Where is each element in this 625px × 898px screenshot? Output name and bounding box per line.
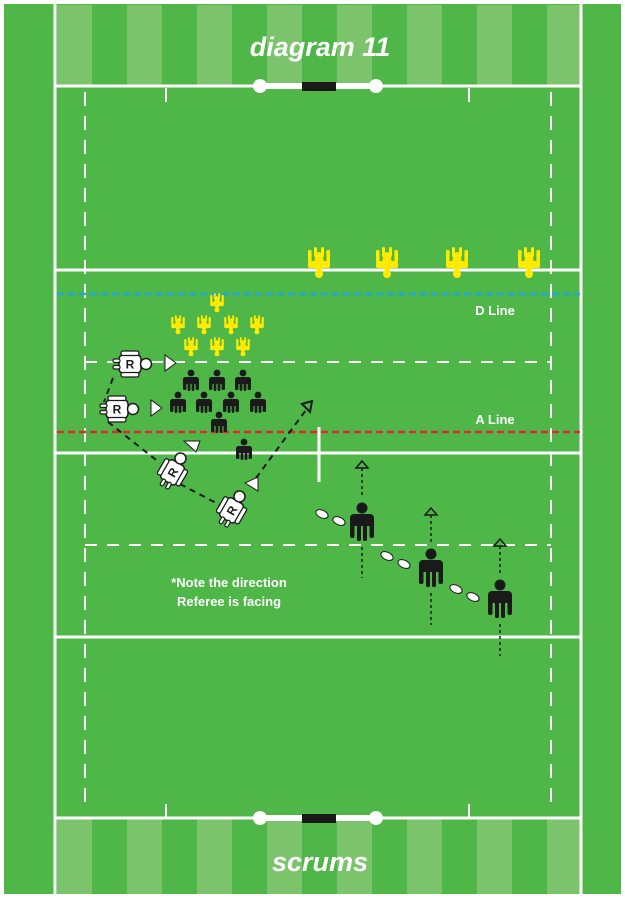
d-line-label: D Line xyxy=(475,303,515,318)
note-line-1: *Note the direction xyxy=(171,575,287,590)
diagram-title: diagram 11 xyxy=(250,32,391,62)
pitch-surface xyxy=(4,4,621,894)
diagram-subtitle: scrums xyxy=(272,847,368,877)
note-line-2: Referee is facing xyxy=(177,594,281,609)
a-line-label: A Line xyxy=(475,412,514,427)
